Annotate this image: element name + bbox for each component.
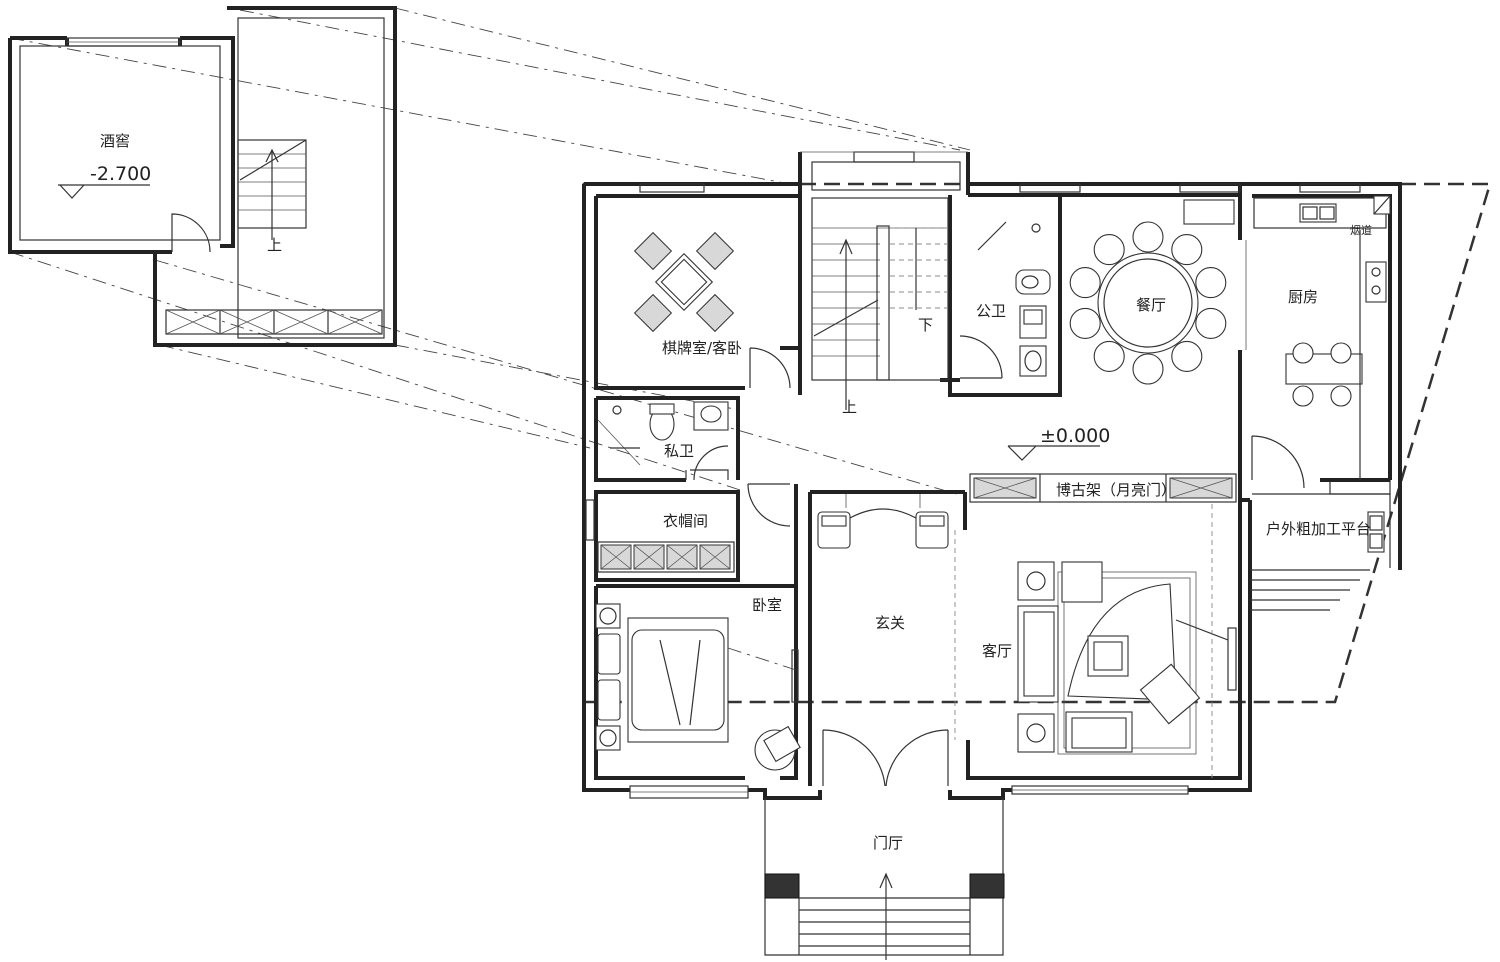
basement-stair: 上 — [237, 139, 307, 254]
bedroom-chair — [754, 725, 801, 771]
stair-down-label: 下 — [918, 316, 933, 334]
private-wc-fixtures — [597, 401, 729, 481]
room-label-dining: 餐厅 — [1136, 296, 1166, 314]
kitchen-fixtures — [1245, 195, 1391, 480]
ground-level-label: ±0.000 — [1040, 425, 1110, 447]
label-curio-shelf: 博古架（月亮门） — [1056, 481, 1176, 499]
cloak-window — [585, 499, 595, 541]
room-label-porch: 门厅 — [873, 834, 903, 852]
door-bedroom — [747, 483, 791, 527]
room-label-private-wc: 私卫 — [664, 442, 694, 460]
room-label-chess-guest: 棋牌室/客卧 — [662, 339, 742, 357]
room-label-cloakroom: 衣帽间 — [663, 512, 708, 530]
basement-level-label: -2.700 — [90, 163, 151, 185]
door-chess — [749, 347, 791, 389]
cellar-shelf — [165, 309, 383, 335]
basement-plan: 上 酒窖 -2.700 — [8, 6, 397, 347]
room-label-foyer: 玄关 — [875, 614, 905, 632]
foyer-chairs — [817, 494, 949, 549]
dining-chair — [1069, 307, 1101, 339]
mahjong-table — [633, 231, 735, 333]
door-kitchen — [1251, 435, 1305, 489]
dining-chair — [1171, 234, 1203, 266]
dining-chair — [1132, 221, 1164, 253]
ground-level-mark: ±0.000 — [1007, 425, 1110, 461]
curio-shelf: 博古架（月亮门） — [969, 473, 1237, 503]
dining-chair — [1195, 307, 1227, 339]
dining-cabinet — [1183, 199, 1235, 225]
porch: 门厅 — [764, 798, 1005, 960]
basement-stair-up-label: 上 — [267, 236, 282, 254]
room-label-living: 客厅 — [982, 642, 1012, 660]
wardrobe-units — [597, 541, 735, 573]
dining-table — [1069, 221, 1227, 385]
dining-chair — [1069, 267, 1101, 299]
basement-level-mark: -2.700 — [58, 163, 151, 199]
main-stair: 上 下 — [811, 197, 949, 416]
label-outdoor-platform: 户外粗加工平台 — [1266, 520, 1371, 538]
room-label-wine-cellar: 酒窖 — [100, 132, 130, 150]
dining-chair — [1171, 340, 1203, 372]
outdoor-platform: 户外粗加工平台 — [1250, 493, 1391, 611]
label-flue: 烟道 — [1350, 223, 1372, 237]
dining-chair — [1132, 353, 1164, 385]
dining-chair — [1195, 267, 1227, 299]
living-furniture — [1017, 504, 1237, 778]
dining-chair — [1093, 340, 1125, 372]
room-label-bedroom: 卧室 — [752, 596, 782, 614]
bed — [595, 603, 729, 751]
room-label-public-wc: 公卫 — [976, 302, 1006, 320]
public-wc-fixtures — [959, 221, 1051, 379]
room-label-kitchen: 厨房 — [1288, 288, 1318, 306]
entry-doors — [822, 729, 949, 787]
stair-up-label: 上 — [842, 398, 857, 416]
dining-chair — [1093, 234, 1125, 266]
